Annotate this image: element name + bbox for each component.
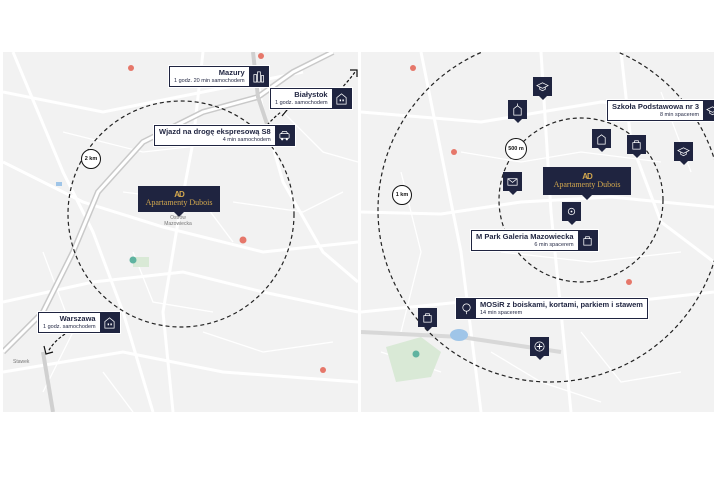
shopping-bag-icon [423, 313, 432, 323]
car-icon [274, 126, 294, 145]
left-map-roads [3, 52, 358, 412]
monument-pin[interactable] [592, 129, 611, 152]
brand-logo: AD [582, 171, 593, 181]
shopping-bag-icon [632, 140, 641, 150]
apartamenty-dubois-marker[interactable]: AD Apartamenty Dubois [543, 167, 631, 200]
brand-name: Apartamenty Dubois [145, 197, 213, 207]
radius-badge-2km: 2 km [81, 149, 101, 169]
city-icon [248, 67, 268, 86]
road-label: Stawek [13, 359, 30, 365]
pacifier-icon [567, 207, 576, 216]
medical-pin[interactable] [530, 337, 549, 360]
post-pin[interactable] [503, 172, 522, 195]
destination-mosir[interactable]: MOSiR z boiskami, kortami, parkiem i sta… [456, 298, 648, 319]
shop-pin[interactable] [627, 135, 646, 158]
building-icon [99, 313, 119, 332]
church-icon [513, 103, 522, 116]
school-pin-2[interactable] [674, 142, 693, 165]
kindergarten-pin[interactable] [562, 202, 581, 225]
brand-logo: AD [174, 189, 185, 199]
shop-pin-2[interactable] [418, 308, 437, 331]
right-map: 500 m 1 km AD Apartamenty Dubois Szkoła … [361, 52, 714, 412]
brand-name: Apartamenty Dubois [553, 179, 621, 189]
envelope-icon [507, 178, 518, 186]
radius-badge-1km: 1 km [392, 185, 412, 205]
radius-badge-500m: 500 m [505, 138, 527, 160]
graduation-cap-icon [536, 82, 549, 92]
apartamenty-dubois-marker[interactable]: AD Apartamenty Dubois [138, 186, 220, 217]
church-pin[interactable] [508, 100, 527, 123]
graduation-cap-icon [677, 147, 690, 157]
school-icon [703, 101, 714, 120]
building-icon [331, 89, 351, 108]
shopping-bag-icon [577, 231, 597, 250]
medical-cross-icon [534, 341, 545, 352]
school-pin[interactable] [533, 77, 552, 100]
tree-icon [457, 299, 476, 318]
monument-icon [597, 134, 606, 145]
